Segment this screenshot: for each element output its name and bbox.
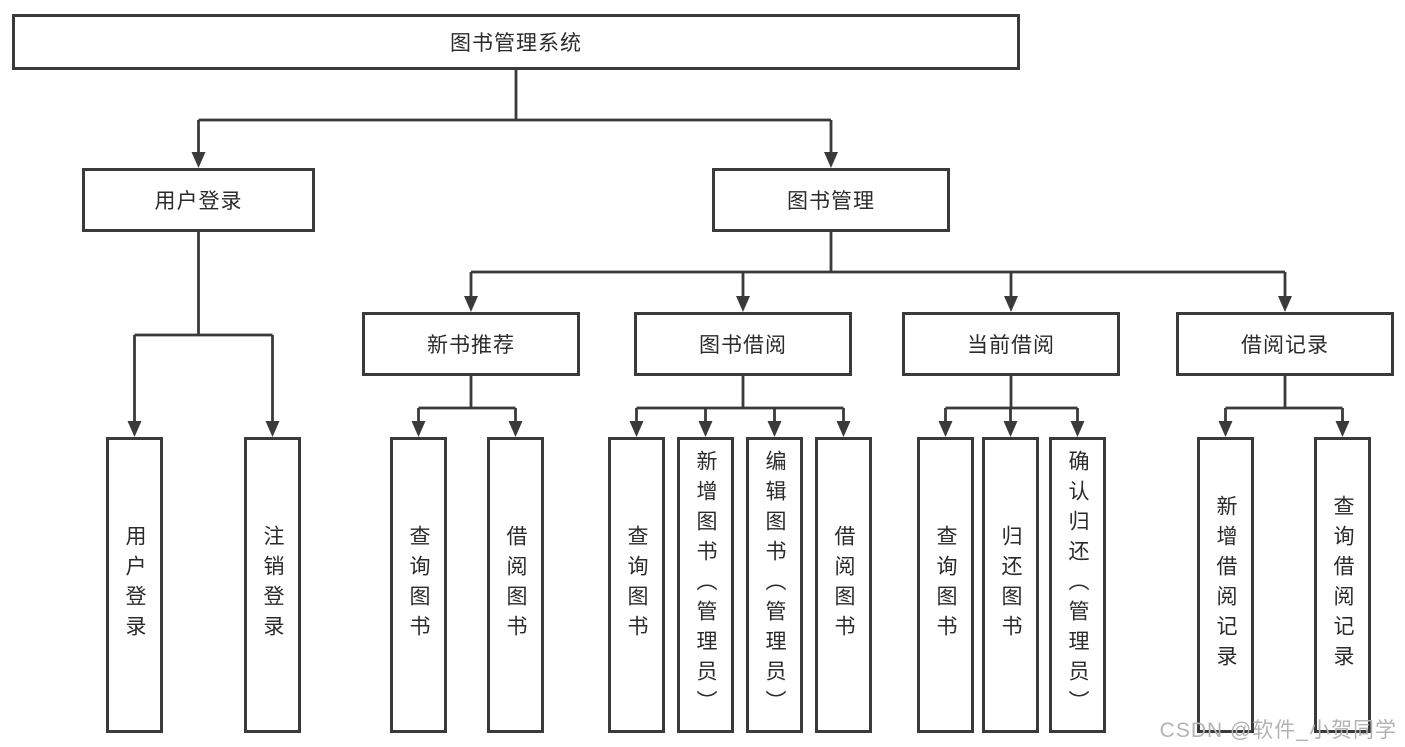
node-label: 查询图书	[934, 525, 957, 645]
node-current-borrowing: 当前借阅	[902, 312, 1120, 376]
node-borrow-records: 借阅记录	[1176, 312, 1394, 376]
node-leaf-query-books-borrowing: 查询图书	[608, 437, 665, 733]
node-label: 图书管理	[787, 190, 875, 213]
arrowhead-icon	[1335, 421, 1350, 437]
arrowhead-icon	[1003, 421, 1018, 437]
arrowhead-icon	[836, 421, 851, 437]
node-label: 借阅图书	[832, 525, 855, 645]
node-leaf-confirm-return-admin: 确认归还（管理员）	[1049, 437, 1106, 733]
node-leaf-logout: 注销登录	[244, 437, 301, 733]
node-label: 图书借阅	[699, 334, 787, 357]
arrowhead-icon	[629, 421, 644, 437]
node-label: 新增借阅记录	[1214, 495, 1237, 675]
node-label: 借阅记录	[1241, 334, 1329, 357]
node-label: 编辑图书（管理员）	[763, 450, 786, 720]
connector-path	[945, 376, 1078, 410]
node-user-login: 用户登录	[82, 168, 315, 232]
node-leaf-query-books-recommend: 查询图书	[390, 437, 447, 733]
arrowhead-icon	[1004, 296, 1018, 312]
csdn-watermark: CSDN @软件_小贺同学	[1159, 719, 1397, 742]
connector-path	[198, 70, 831, 122]
node-leaf-user-login: 用户登录	[106, 437, 163, 733]
connector-path	[471, 232, 1285, 274]
node-label: 查询图书	[625, 525, 648, 645]
connector-path	[636, 376, 844, 410]
node-leaf-borrow-books-recommend: 借阅图书	[487, 437, 544, 733]
node-label: 查询图书	[407, 525, 430, 645]
arrowhead-icon	[411, 421, 426, 437]
node-library-management-system: 图书管理系统	[12, 14, 1020, 70]
arrowhead-icon	[938, 421, 953, 437]
node-leaf-return-books: 归还图书	[982, 437, 1039, 733]
arrowhead-icon	[127, 421, 142, 437]
arrowhead-icon	[508, 421, 523, 437]
arrowhead-icon	[824, 152, 838, 168]
node-label: 注销登录	[261, 525, 284, 645]
node-label: 图书管理系统	[450, 32, 582, 55]
connector-path	[134, 232, 273, 337]
arrowhead-icon	[736, 296, 750, 312]
node-label: 确认归还（管理员）	[1066, 450, 1089, 720]
arrowhead-icon	[464, 296, 478, 312]
connector-path	[1225, 376, 1343, 410]
arrowhead-icon	[1278, 296, 1292, 312]
node-leaf-query-borrow-record: 查询借阅记录	[1314, 437, 1371, 733]
node-label: 归还图书	[999, 525, 1022, 645]
node-leaf-query-books-current: 查询图书	[917, 437, 974, 733]
arrowhead-icon	[767, 421, 782, 437]
node-leaf-add-borrow-record: 新增借阅记录	[1197, 437, 1254, 733]
arrowhead-icon	[191, 152, 206, 168]
connector-path	[418, 376, 516, 410]
node-label: 用户登录	[154, 190, 243, 213]
node-label: 查询借阅记录	[1331, 495, 1354, 675]
node-label: 新书推荐	[427, 334, 515, 357]
arrowhead-icon	[698, 421, 713, 437]
node-label: 借阅图书	[504, 525, 527, 645]
arrowhead-icon	[1070, 421, 1085, 437]
node-book-borrowing: 图书借阅	[634, 312, 852, 376]
node-label: 用户登录	[123, 525, 146, 645]
node-new-book-recommend: 新书推荐	[362, 312, 580, 376]
node-label: 新增图书（管理员）	[694, 450, 717, 720]
node-leaf-add-books-admin: 新增图书（管理员）	[677, 437, 734, 733]
node-leaf-edit-books-admin: 编辑图书（管理员）	[746, 437, 803, 733]
node-book-management: 图书管理	[712, 168, 950, 232]
arrowhead-icon	[1218, 421, 1233, 437]
node-label: 当前借阅	[967, 334, 1055, 357]
arrowhead-icon	[265, 421, 280, 437]
node-leaf-borrow-books: 借阅图书	[815, 437, 872, 733]
